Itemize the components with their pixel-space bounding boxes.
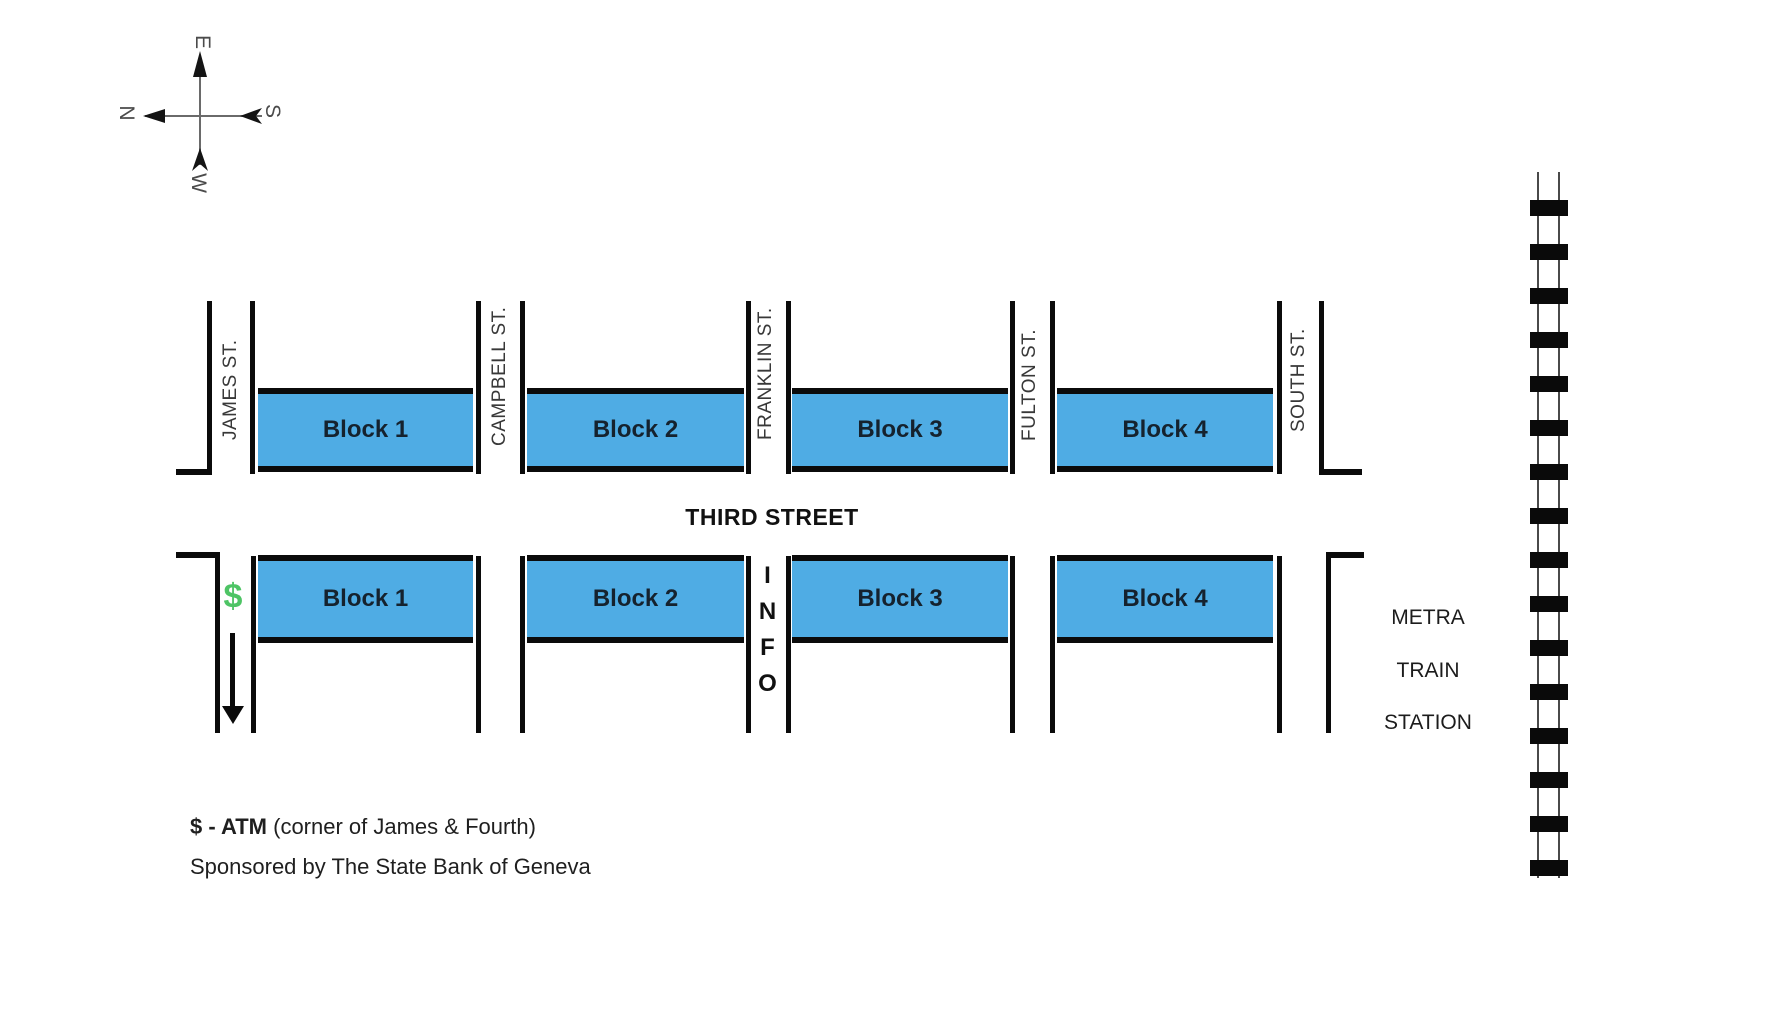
street-line-campbell-right-north xyxy=(520,301,525,474)
station-label-metra: METRA xyxy=(1391,606,1465,629)
street-line-south-right-south xyxy=(1326,556,1331,733)
street-line-fulton-right-south xyxy=(1050,556,1055,733)
corner-stub-top-left xyxy=(176,469,212,475)
street-line-south-left-south xyxy=(1277,556,1282,733)
atm-dollar-icon: $ xyxy=(223,577,243,616)
corner-stub-bottom-right xyxy=(1326,552,1364,558)
street-label-franklin: FRANKLIN ST. xyxy=(755,307,776,440)
legend-atm-line: $ - ATM (corner of James & Fourth) xyxy=(190,814,536,840)
compass-rose-icon xyxy=(143,51,262,171)
station-label-station: STATION xyxy=(1384,711,1472,734)
compass-west-label: W xyxy=(187,173,210,193)
street-line-fulton-left-south xyxy=(1010,556,1015,733)
street-line-south-left-north xyxy=(1277,301,1282,474)
block-2-north: Block 2 xyxy=(527,388,744,472)
street-line-franklin-left-north xyxy=(746,301,751,474)
railroad-track-icon xyxy=(1530,172,1568,878)
street-label-south: SOUTH ST. xyxy=(1288,328,1309,432)
street-line-campbell-left-south xyxy=(476,556,481,733)
legend-atm-rest: (corner of James & Fourth) xyxy=(267,814,536,839)
street-line-campbell-right-south xyxy=(520,556,525,733)
street-line-james-left-north xyxy=(207,301,212,474)
street-line-james-left-south xyxy=(215,556,220,733)
street-line-james-right-north xyxy=(250,301,255,474)
station-label-train: TRAIN xyxy=(1396,659,1460,682)
block-3-north: Block 3 xyxy=(792,388,1008,472)
block-4-south: Block 4 xyxy=(1057,555,1273,643)
street-line-james-right-south xyxy=(251,556,256,733)
info-booth-label: INFO xyxy=(754,562,781,706)
block-1-north: Block 1 xyxy=(258,388,473,472)
street-line-franklin-left-south xyxy=(746,556,751,733)
street-line-south-right-north xyxy=(1319,301,1324,474)
atm-direction-arrow-head-icon xyxy=(222,706,244,724)
atm-direction-arrow-shaft xyxy=(230,633,235,707)
compass-south-label: S xyxy=(261,103,284,119)
block-4-north: Block 4 xyxy=(1057,388,1273,472)
street-label-james: JAMES ST. xyxy=(220,339,241,440)
third-street-label: THIRD STREET xyxy=(685,504,859,530)
block-3-south: Block 3 xyxy=(792,555,1008,643)
corner-stub-bottom-left xyxy=(176,552,220,558)
legend-atm-bold: $ - ATM xyxy=(190,814,267,839)
block-1-south: Block 1 xyxy=(258,555,473,643)
street-line-fulton-right-north xyxy=(1050,301,1055,474)
compass-north-label: N xyxy=(115,105,138,121)
corner-stub-top-right xyxy=(1319,469,1362,475)
street-line-franklin-right-north xyxy=(786,301,791,474)
street-line-campbell-left-north xyxy=(476,301,481,474)
legend-sponsor-line: Sponsored by The State Bank of Geneva xyxy=(190,854,591,879)
block-2-south: Block 2 xyxy=(527,555,744,643)
street-line-fulton-left-north xyxy=(1010,301,1015,474)
compass-east-label: E xyxy=(191,34,214,50)
street-label-campbell: CAMPBELL ST. xyxy=(489,306,510,446)
street-label-fulton: FULTON ST. xyxy=(1019,329,1040,441)
railroad-ties xyxy=(1530,172,1568,878)
street-line-franklin-right-south xyxy=(786,556,791,733)
